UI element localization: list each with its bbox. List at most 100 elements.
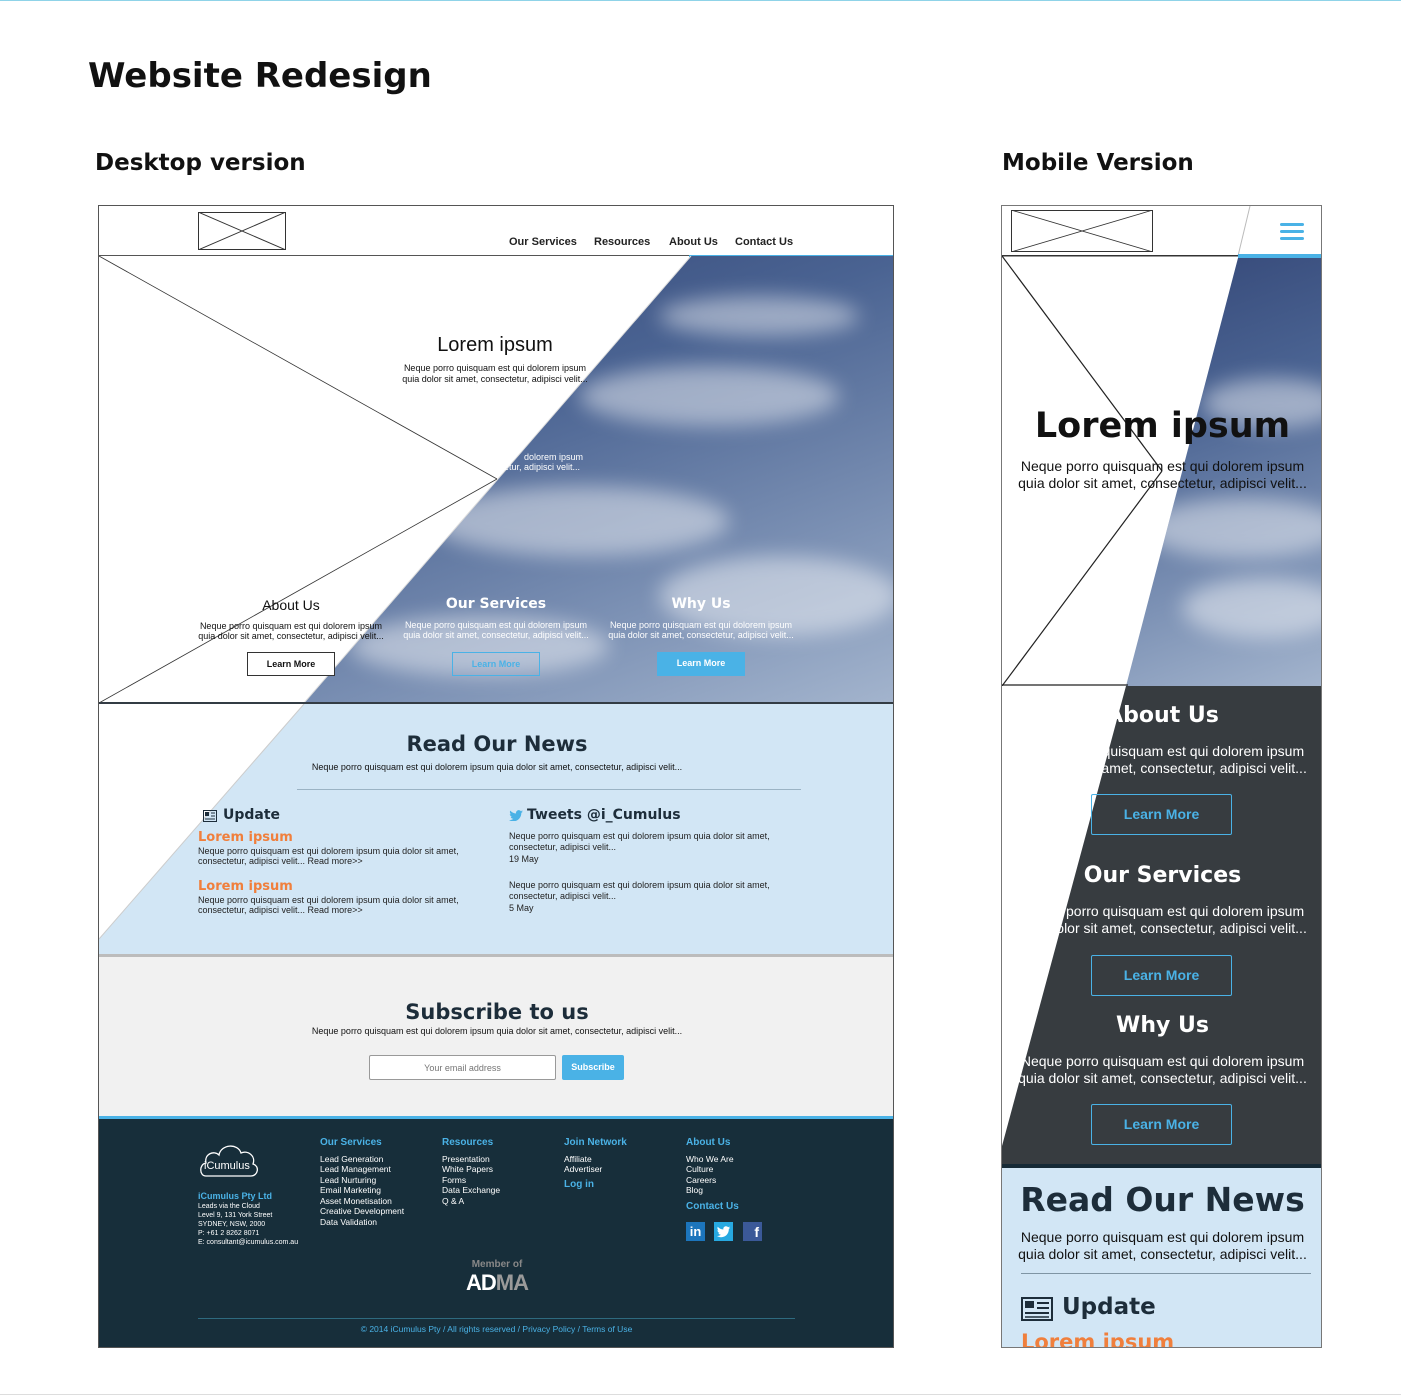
- nav-contact-us[interactable]: Contact Us: [735, 236, 794, 248]
- update-item-line2-2[interactable]: consectetur, adipisci velit... Read more…: [198, 905, 363, 915]
- footer-link[interactable]: Email Marketing: [320, 1185, 381, 1195]
- footer-link[interactable]: Creative Development: [320, 1206, 405, 1216]
- footer-col-heading[interactable]: Join Network: [564, 1137, 627, 1148]
- mobile-why-text1: Neque porro quisquam est qui dolorem ips…: [1020, 1053, 1305, 1069]
- about-learn-more-button[interactable]: Learn More: [247, 652, 335, 676]
- footer-logo-text: iCumulus: [204, 1160, 250, 1172]
- footer-link[interactable]: Culture: [686, 1164, 714, 1174]
- nav-about-us[interactable]: About Us: [669, 236, 718, 248]
- footer-link[interactable]: Affiliate: [564, 1153, 592, 1164]
- mobile-news-text1: Neque porro quisquam est qui dolorem ips…: [1020, 1229, 1305, 1245]
- mobile-services-text1: Neque porro quisquam est qui dolorem ips…: [1020, 903, 1305, 919]
- newspaper-icon: [1021, 1297, 1053, 1321]
- icumulus-cloud-logo-icon: [200, 1145, 258, 1177]
- adma-ma: MA: [495, 1270, 529, 1295]
- nav-our-services[interactable]: Our Services: [509, 236, 577, 248]
- newspaper-icon: [203, 810, 217, 822]
- footer-col-heading[interactable]: Resources: [442, 1137, 494, 1148]
- email-input[interactable]: [369, 1055, 556, 1080]
- why-learn-more-button[interactable]: Learn More: [657, 652, 745, 676]
- mobile-mockup: Lorem ipsum Neque porro quisquam est qui…: [1001, 205, 1322, 1348]
- mobile-services-title: Our Services: [1083, 863, 1242, 888]
- news-subtitle: Neque porro quisquam est qui dolorem ips…: [311, 762, 683, 772]
- header-diagonal-line: [1237, 206, 1251, 256]
- linkedin-icon[interactable]: in: [686, 1222, 705, 1241]
- mobile-why-learn-more-button[interactable]: Learn More: [1091, 1104, 1232, 1145]
- footer-col-about: About Us Who We Are Culture Careers Blog…: [686, 1137, 739, 1212]
- mobile-news-divider: [1021, 1273, 1311, 1274]
- footer-link[interactable]: Presentation: [442, 1153, 490, 1164]
- mobile-news-title: Read Our News: [1020, 1180, 1305, 1219]
- col-about-text1: Neque porro quisquam est qui dolorem ips…: [199, 621, 383, 631]
- update-heading: Update: [223, 807, 281, 823]
- footer-link[interactable]: Advertiser: [564, 1164, 603, 1174]
- news-divider: [297, 789, 801, 790]
- mobile-services-learn-more-button[interactable]: Learn More: [1091, 955, 1232, 996]
- footer-link[interactable]: White Papers: [442, 1164, 494, 1174]
- footer-link[interactable]: Lead Generation: [320, 1153, 384, 1164]
- footer-link[interactable]: Lead Nurturing: [320, 1174, 377, 1185]
- mobile-about-title: About Us: [1106, 703, 1219, 728]
- col-services-title: Our Services: [445, 596, 547, 612]
- subscribe-section: [99, 957, 893, 1117]
- mobile-hero-text1: Neque porro quisquam est qui dolorem ips…: [1020, 458, 1305, 474]
- footer-link[interactable]: Asset Monetisation: [320, 1195, 392, 1206]
- page-title: Website Redesign: [88, 56, 432, 96]
- copyright-line[interactable]: © 2014 iCumulus Pty / All rights reserve…: [360, 1324, 633, 1334]
- tweet-line2-1: consectetur, adipisci velit...: [509, 842, 617, 852]
- footer-col-heading[interactable]: Our Services: [320, 1137, 382, 1148]
- footer-col-heading[interactable]: About Us: [686, 1137, 731, 1148]
- footer-link[interactable]: Forms: [442, 1174, 467, 1185]
- hero-text-fragment2: etur, adipisci velit...: [504, 462, 581, 472]
- mobile-update-item-title[interactable]: Lorem ipsum: [1021, 1330, 1175, 1348]
- login-link[interactable]: Log in: [564, 1178, 594, 1190]
- address-line: SYDNEY, NSW, 2000: [198, 1221, 266, 1228]
- footer-col-resources: Resources Presentation White Papers Form…: [442, 1137, 501, 1206]
- update-item-title-2[interactable]: Lorem ipsum: [198, 879, 293, 894]
- footer-address: Leads via the Cloud Level 9, 131 York St…: [198, 1202, 298, 1247]
- footer-link[interactable]: Blog: [686, 1185, 704, 1195]
- mobile-news-section: [1002, 1168, 1321, 1347]
- update-item-line2-1[interactable]: consectetur, adipisci velit... Read more…: [198, 856, 363, 866]
- col-why-text2: quia dolor sit amet, consectetur, adipis…: [608, 630, 794, 640]
- update-item-title-1[interactable]: Lorem ipsum: [198, 830, 293, 845]
- address-line: Level 9, 131 York Street: [198, 1212, 273, 1219]
- logo-placeholder-icon: [1011, 210, 1153, 252]
- mobile-about-learn-more-button[interactable]: Learn More: [1091, 794, 1232, 835]
- nav-resources[interactable]: Resources: [594, 236, 651, 248]
- footer-link[interactable]: Lead Management: [320, 1164, 391, 1174]
- facebook-icon[interactable]: f: [743, 1222, 762, 1241]
- footer-link[interactable]: Q & A: [442, 1195, 465, 1206]
- hero-title-fragment: um: [506, 418, 534, 440]
- update-item-line1-2: Neque porro quisquam est qui dolorem ips…: [198, 895, 459, 905]
- hero-text-fragment1: dolorem ipsum: [524, 452, 584, 462]
- twitter-icon[interactable]: [714, 1222, 733, 1241]
- mobile-features-bottom-bar: [1002, 1164, 1321, 1168]
- news-title: Read Our News: [406, 732, 588, 756]
- hero-text-line2: quia dolor sit amet, consectetur, adipis…: [402, 374, 588, 384]
- member-of-label: Member of: [471, 1259, 523, 1270]
- adma-ad: AD: [466, 1270, 497, 1295]
- tweet-line1-1: Neque porro quisquam est qui dolorem ips…: [509, 831, 770, 841]
- footer-link[interactable]: Careers: [686, 1174, 717, 1185]
- subscribe-top-border: [99, 954, 893, 957]
- bottom-rule: [0, 1394, 1401, 1395]
- subscribe-button[interactable]: Subscribe: [562, 1055, 624, 1080]
- desktop-label: Desktop version: [95, 150, 306, 176]
- hamburger-menu-icon[interactable]: [1280, 222, 1304, 242]
- contact-us-link[interactable]: Contact Us: [686, 1200, 739, 1212]
- hero-text-line1: Neque porro quisquam est qui dolorem ips…: [403, 363, 587, 373]
- mobile-header-accent: [1238, 254, 1321, 258]
- mobile-hero-text2: quia dolor sit amet, consectetur, adipis…: [1018, 475, 1307, 491]
- mobile-why-text2: quia dolor sit amet, consectetur, adipis…: [1018, 1070, 1307, 1086]
- footer-company: iCumulus Pty Ltd: [198, 1191, 272, 1201]
- twitter-bird-icon: [509, 810, 523, 821]
- header-divider: [99, 255, 893, 256]
- tweets-heading[interactable]: Tweets @i_Cumulus: [527, 807, 681, 823]
- footer-link[interactable]: Data Validation: [320, 1216, 378, 1227]
- address-line: E: consultant@icumulus.com.au: [198, 1239, 299, 1246]
- services-learn-more-button[interactable]: Learn More: [452, 652, 540, 676]
- mobile-about-text1: Neque porro quisquam est qui dolorem ips…: [1020, 743, 1305, 759]
- footer-link[interactable]: Data Exchange: [442, 1185, 501, 1195]
- footer-link[interactable]: Who We Are: [686, 1153, 734, 1164]
